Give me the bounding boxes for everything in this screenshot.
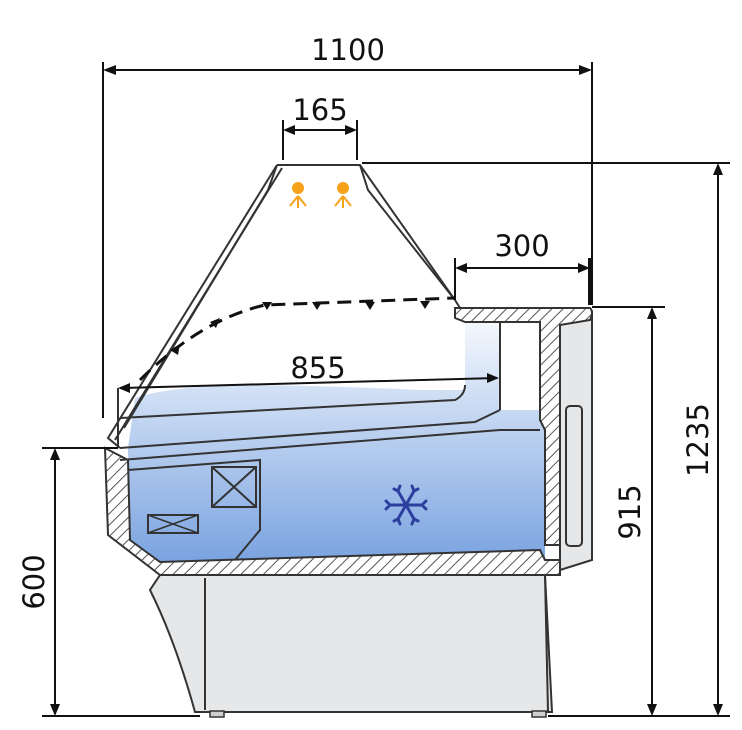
dimension-top-shelf-depth: 300 bbox=[454, 229, 592, 305]
dimension-counter-height: 915 bbox=[592, 306, 665, 716]
dimension-overall-width: 1100 bbox=[102, 33, 593, 418]
dim-label-total-height: 1235 bbox=[681, 403, 715, 477]
dim-label-light-width: 165 bbox=[292, 93, 347, 127]
internal-shelves bbox=[119, 322, 540, 561]
dim-label-display-depth: 855 bbox=[290, 351, 345, 385]
snowflake-icon bbox=[384, 484, 428, 526]
dimension-display-depth: 855 bbox=[118, 351, 499, 393]
rear-panel bbox=[559, 310, 593, 572]
air-curtain bbox=[138, 296, 456, 382]
dimension-front-height: 600 bbox=[17, 447, 200, 717]
lamp-icon bbox=[289, 182, 352, 208]
cabinet-base bbox=[148, 574, 554, 718]
dimension-light-width: 165 bbox=[282, 93, 358, 160]
dim-label-front-height: 600 bbox=[17, 554, 51, 609]
dim-label-overall-width: 1100 bbox=[311, 33, 385, 67]
insulation bbox=[103, 307, 593, 576]
dim-label-top-shelf-depth: 300 bbox=[494, 229, 549, 263]
foot-left bbox=[209, 710, 225, 718]
dimension-total-height: 1235 bbox=[362, 162, 730, 717]
dim-label-counter-height: 915 bbox=[613, 484, 647, 539]
glass-canopy bbox=[106, 164, 461, 449]
foot-right bbox=[531, 710, 547, 718]
